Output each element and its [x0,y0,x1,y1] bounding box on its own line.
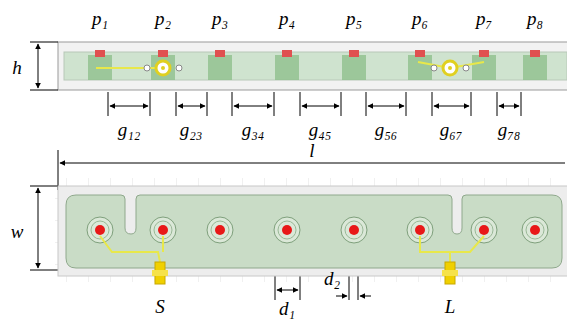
post-label: p₂ [155,9,171,28]
port-label: S [155,297,165,316]
gap-label: g₄₅ [309,120,332,139]
extension-line [497,92,521,116]
dimension-label: d₂ [324,269,340,288]
post-ring [274,217,300,243]
dimension-lines [30,42,565,300]
top-view [55,178,567,284]
post-label: p₅ [346,9,362,28]
post-top [158,50,168,57]
post-column [342,55,366,80]
side-view [58,42,567,90]
post-column [275,55,299,80]
extension-line [366,92,406,116]
post-column [408,55,432,80]
post-label: p₄ [279,9,295,28]
gap-label: g₁₂ [118,120,141,139]
post-label: p₆ [412,9,428,28]
post-center [530,225,540,235]
gap-label: g₅₆ [375,120,398,139]
post-center [215,225,225,235]
post-label: p₇ [476,9,492,28]
post-ring [341,217,367,243]
post-ring [345,221,363,239]
dimension-label: d₁ [279,299,295,318]
extension-line [300,92,341,116]
post-top [415,50,425,57]
post-column [151,55,175,80]
post-label: p₁ [92,9,108,28]
dimension-arrow [178,106,205,107]
gap-label: g₇₈ [498,120,521,139]
post-top [479,50,489,57]
post-top [215,50,225,57]
post-top [349,50,359,57]
dimension-arrow [368,106,404,107]
post-ring [211,221,229,239]
port-label: L [445,297,456,316]
post-columns [88,50,547,80]
post-center [415,225,425,235]
dimension-arrow [302,106,339,107]
post-ring [207,217,233,243]
post-ring [526,221,544,239]
post-ring [522,217,548,243]
dimension-label: h [12,58,22,77]
gap-label: g₂₃ [180,120,203,139]
extension-line [232,92,274,116]
extension-line [176,92,207,116]
dimension-arrow [234,106,272,107]
post-top [95,50,105,57]
post-top [282,50,292,57]
extension-line [108,92,150,116]
post-column [208,55,232,80]
post-column [523,55,547,80]
dimension-arrow [499,106,519,107]
post-center [282,225,292,235]
post-column [472,55,496,80]
post-ring [278,221,296,239]
post-circles [87,217,548,243]
post-center [479,225,489,235]
dimension-label: l [309,141,314,160]
gap-label: g₆₇ [440,120,463,139]
post-ring [471,217,497,243]
dimension-label: w [11,222,24,241]
gap-label: g₃₄ [242,120,265,139]
post-top [530,50,540,57]
post-ring [87,217,113,243]
post-label: p₈ [527,9,543,28]
post-center [349,225,359,235]
dimension-arrow [110,106,148,107]
post-label: p₃ [212,9,228,28]
extension-line [432,92,471,116]
dimension-arrow [434,106,469,107]
post-center [158,225,168,235]
post-center [95,225,105,235]
